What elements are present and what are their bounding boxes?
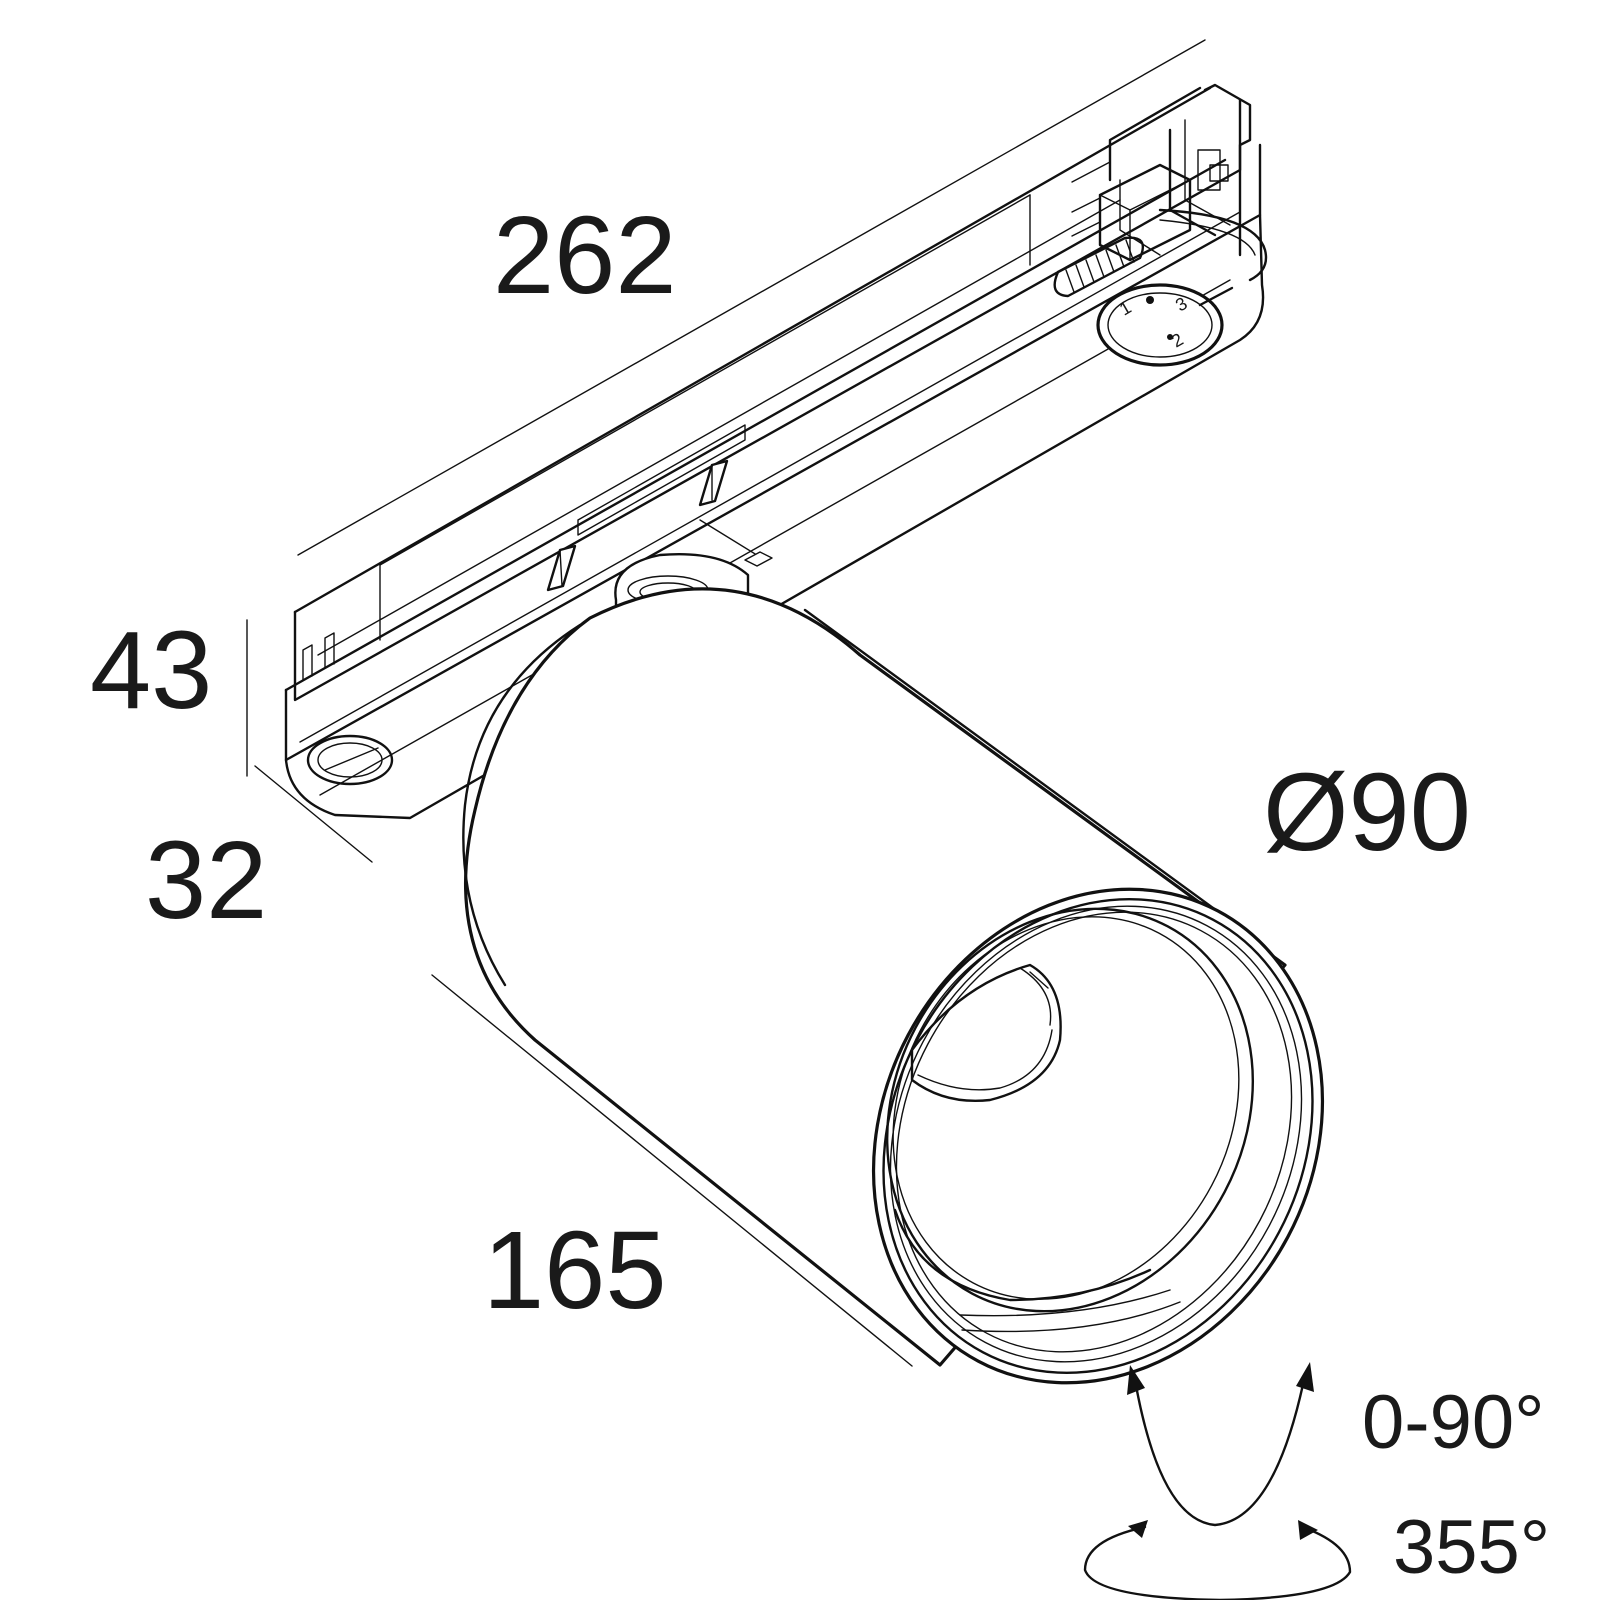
- label-tilt-range: 0-90°: [1362, 1380, 1545, 1465]
- label-width-32: 32: [145, 819, 267, 942]
- label-diameter-90: Ø90: [1263, 751, 1471, 874]
- dimension-line-165: [431, 974, 913, 1367]
- dimension-line-262: [297, 39, 1206, 556]
- tilt-arrow: [1127, 1362, 1314, 1527]
- knurl-lines: [1065, 239, 1135, 293]
- connector-head: 1 2 3: [1053, 83, 1268, 367]
- label-height-43: 43: [90, 609, 212, 732]
- label-length-165: 165: [483, 1209, 667, 1332]
- label-rotation-range: 355°: [1393, 1505, 1550, 1590]
- dimension-lines: [246, 39, 1206, 1367]
- dimension-line-32: [254, 765, 373, 863]
- rotate-arrow: [1083, 1520, 1352, 1600]
- phase-selector: 1 2 3: [1096, 283, 1234, 367]
- dimension-labels: 262 43 32 Ø90 165 0-90° 355°: [90, 194, 1550, 1590]
- front-face: [871, 887, 1325, 1385]
- track-adapter: [284, 86, 1265, 820]
- label-length-262: 262: [493, 194, 677, 317]
